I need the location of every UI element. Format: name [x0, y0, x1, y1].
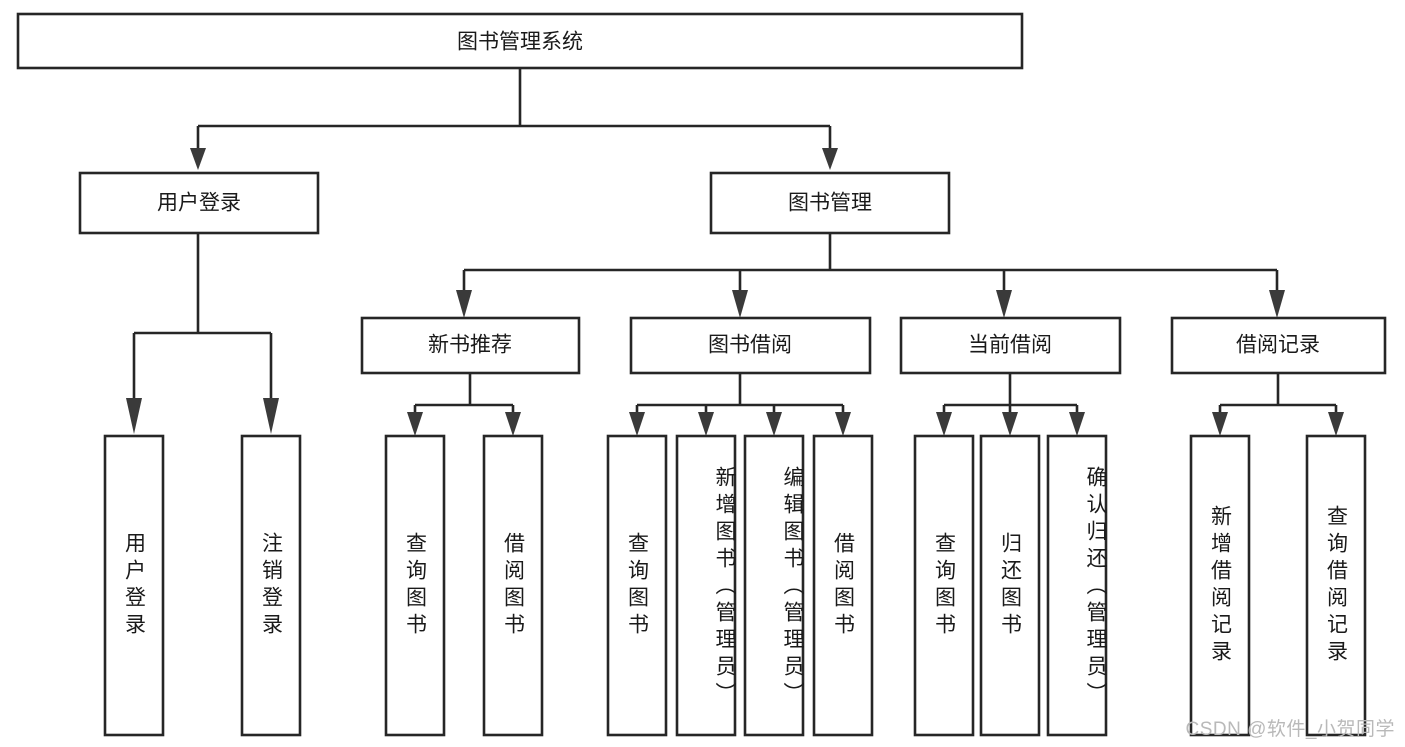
- arrow-head-icon: [456, 290, 472, 318]
- node-book-mgmt-box[interactable]: [709, 171, 951, 235]
- node-user-login-box[interactable]: [78, 171, 320, 235]
- arrow-head-icon: [407, 412, 423, 436]
- node-book-borrow-label: 图书借阅: [708, 334, 792, 357]
- arrow-head-icon: [126, 398, 142, 434]
- node-new-book-box[interactable]: [360, 316, 581, 375]
- arrow-head-icon: [505, 412, 521, 436]
- node-leaf-box[interactable]: [240, 434, 302, 737]
- node-user-login-label: 用户登录: [157, 192, 241, 215]
- node-leaf-box[interactable]: [913, 434, 975, 737]
- node-root-box[interactable]: [16, 12, 1024, 70]
- node-current-borrow-box[interactable]: [899, 316, 1122, 375]
- connector-group-borrow-record: [1212, 373, 1344, 436]
- node-borrow-record-label: 借阅记录: [1236, 334, 1320, 357]
- arrow-head-icon: [822, 148, 838, 170]
- node-borrow-record-box[interactable]: [1170, 316, 1387, 375]
- connector-group-user-login: [126, 234, 279, 434]
- arrow-head-icon: [629, 412, 645, 436]
- arrow-head-icon: [1328, 412, 1344, 436]
- connector-group-book-borrow: [629, 373, 851, 436]
- arrow-head-icon: [936, 412, 952, 436]
- node-current-borrow-label: 当前借阅: [968, 334, 1052, 357]
- node-leaf-box[interactable]: [482, 434, 544, 737]
- connector-group-new-book: [407, 373, 521, 436]
- node-leaf-box[interactable]: [812, 434, 874, 737]
- arrow-head-icon: [698, 412, 714, 436]
- arrow-head-icon: [190, 148, 206, 170]
- connector-group-root: [190, 68, 838, 170]
- arrow-head-icon: [835, 412, 851, 436]
- node-book-mgmt-label: 图书管理: [788, 192, 872, 215]
- arrow-head-icon: [1069, 412, 1085, 436]
- node-new-book-label: 新书推荐: [428, 334, 512, 357]
- node-leaf-box[interactable]: [1046, 434, 1108, 737]
- arrow-head-icon: [996, 290, 1012, 318]
- node-leaf-box[interactable]: [1189, 434, 1251, 737]
- node-book-borrow-box[interactable]: [629, 316, 872, 375]
- node-leaf-box[interactable]: [103, 434, 165, 737]
- arrow-head-icon: [1212, 412, 1228, 436]
- node-leaf-box[interactable]: [979, 434, 1041, 737]
- arrow-head-icon: [1269, 290, 1285, 318]
- node-leaf-box[interactable]: [1305, 434, 1367, 737]
- arrow-head-icon: [263, 398, 279, 434]
- node-leaf-box[interactable]: [675, 434, 737, 737]
- connector-group-book-mgmt: [456, 234, 1285, 318]
- node-leaf-box[interactable]: [606, 434, 668, 737]
- arrow-head-icon: [732, 290, 748, 318]
- connector-group-current-borrow: [936, 373, 1085, 436]
- node-leaf-box[interactable]: [384, 434, 446, 737]
- arrow-head-icon: [766, 412, 782, 436]
- node-leaf-box[interactable]: [743, 434, 805, 737]
- node-root-label: 图书管理系统: [457, 31, 583, 54]
- arrow-head-icon: [1002, 412, 1018, 436]
